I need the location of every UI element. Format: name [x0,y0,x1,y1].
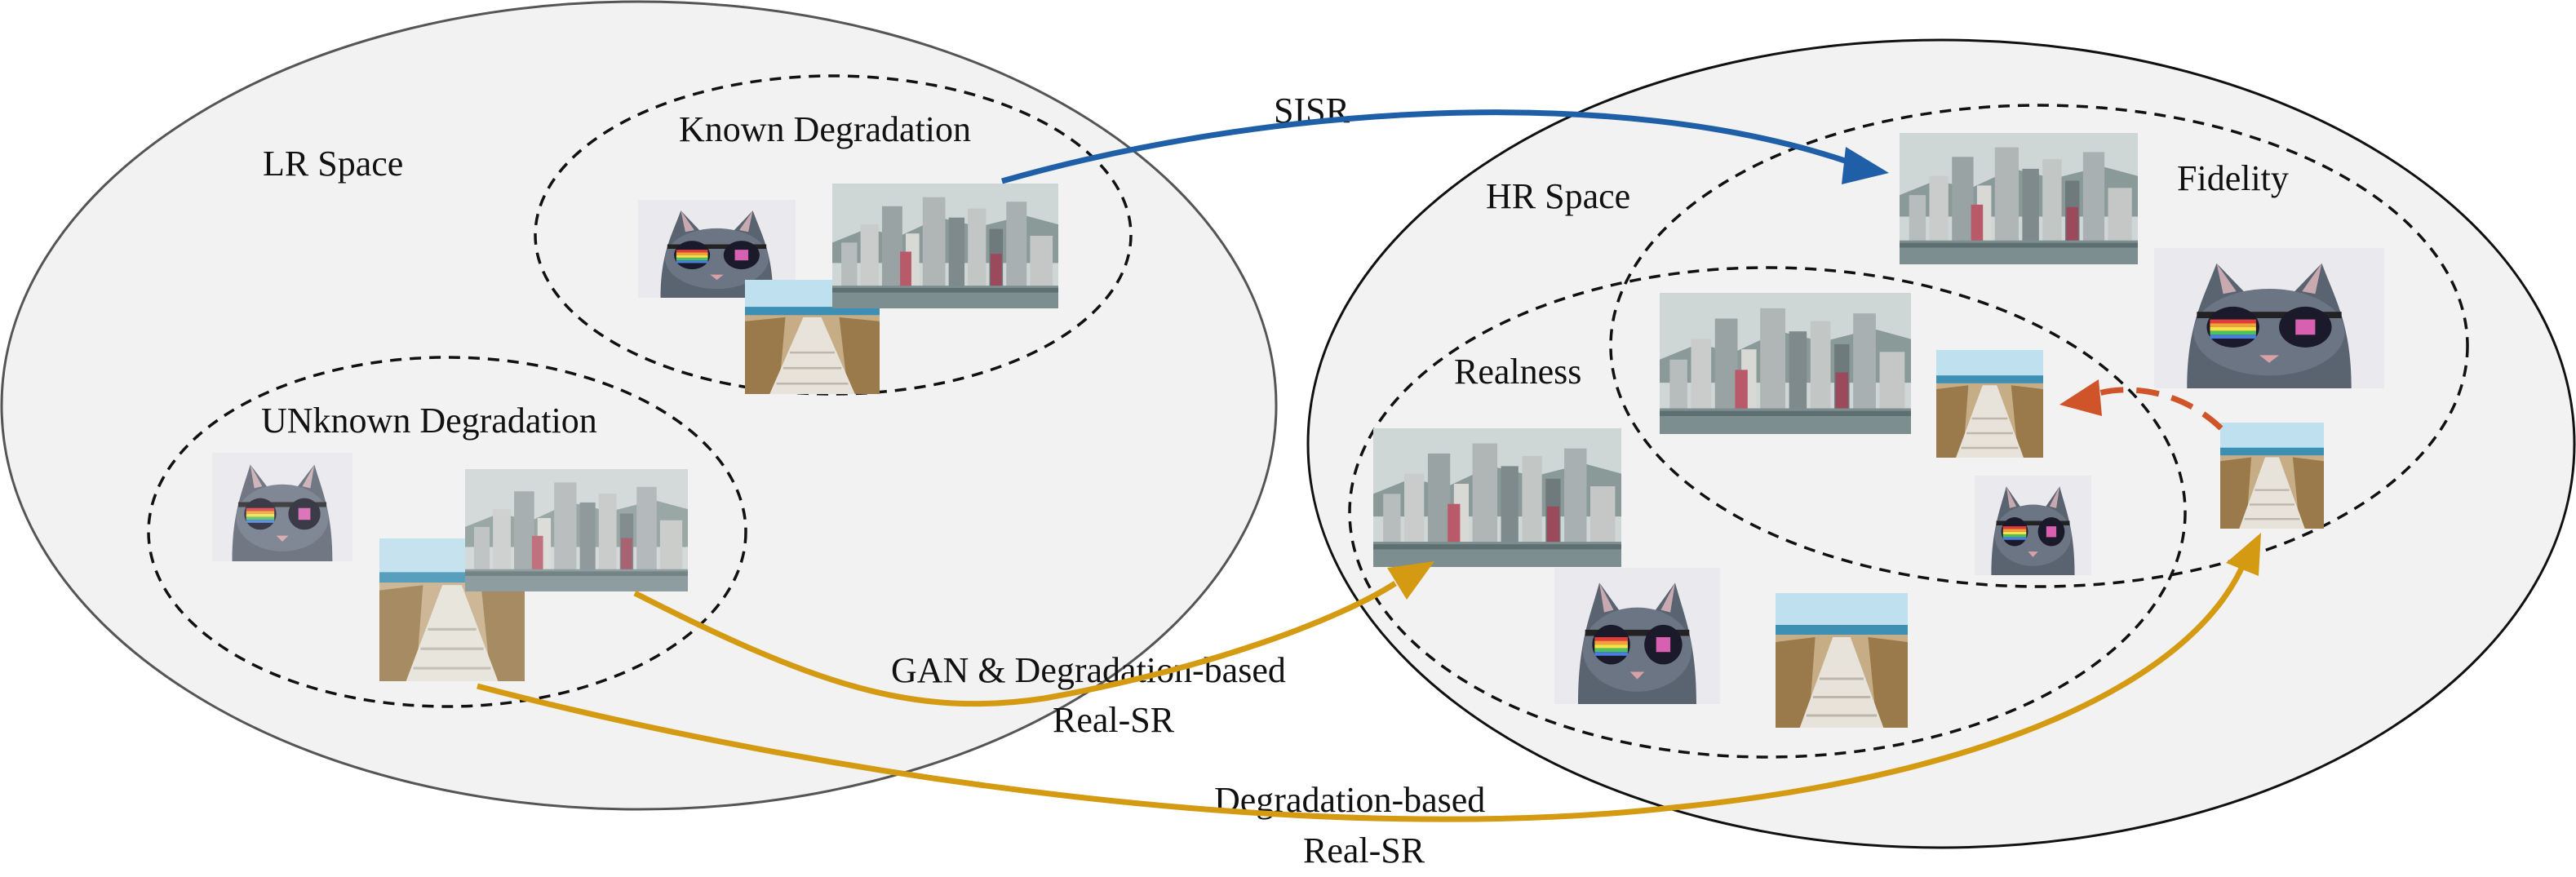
fidelity-cat-thumbnail [2154,248,2384,388]
fidelity-label: Fidelity [2177,158,2289,198]
realness-city-thumbnail [1373,428,1621,567]
unknown-degradation-label: UNknown Degradation [261,401,597,441]
gan-realsr-arrow [633,561,1434,707]
known-degradation-region [534,74,1133,396]
realness-cat-thumbnail [1554,568,1720,704]
known-degradation-label: Known Degradation [679,109,971,149]
unknown-cat-thumbnail [212,453,352,561]
realness-beach-thumbnail [1776,593,1908,728]
degradation-realsr-label-line2: Real-SR [1303,830,1425,870]
fidelity-beach-thumbnail [2220,423,2324,529]
known-city-thumbnail [832,184,1058,308]
realness-label: Realness [1454,352,1581,392]
feedback-dashed-arrow [2059,379,2224,431]
realness-region [1348,266,2187,759]
overlap-beach-thumbnail [1936,350,2043,458]
overlap-city-thumbnail [1660,293,1911,434]
fidelity-region [1609,104,2469,588]
overlap-cat-thumbnail [1975,476,2091,575]
degradation-realsr-arrow [477,533,2261,822]
gan-realsr-label-line2: Real-SR [1053,700,1175,740]
hr-space-label: HR Space [1486,176,1630,216]
lr-space-label: LR Space [263,144,403,184]
unknown-city-thumbnail [465,469,688,591]
unknown-degradation-region [147,356,747,708]
fidelity-city-thumbnail [1900,133,2138,264]
sisr-arrow [1001,109,1889,184]
